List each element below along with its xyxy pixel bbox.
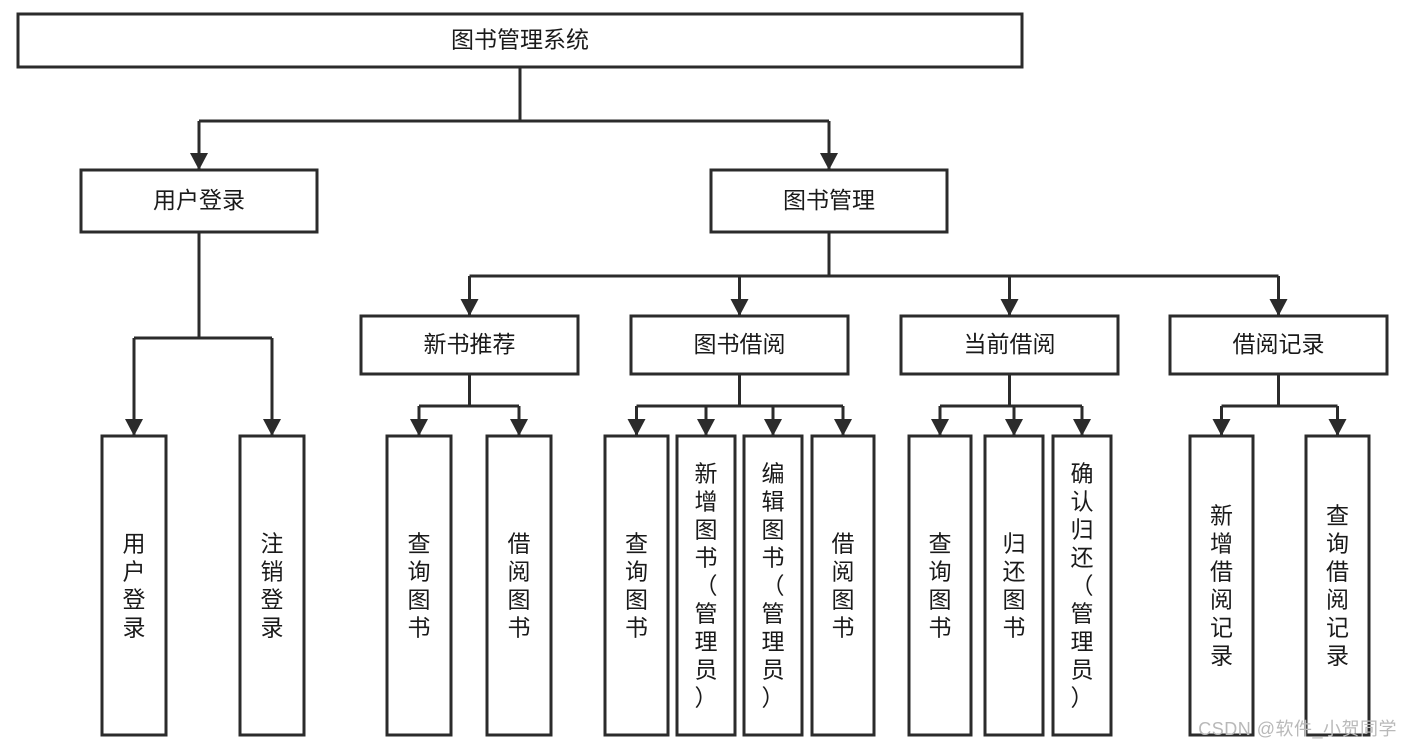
node-box[interactable] xyxy=(709,168,949,234)
node-box[interactable] xyxy=(1188,434,1255,737)
node-label: 归还图书 xyxy=(1003,530,1026,640)
arrow-head-icon xyxy=(125,419,143,436)
node-box[interactable] xyxy=(79,168,319,234)
node-label: 图书借阅 xyxy=(694,331,786,357)
edge-group-book-borrow xyxy=(627,374,852,436)
node-box[interactable] xyxy=(629,314,850,376)
arrow-head-icon xyxy=(627,419,646,436)
edge-group-user-login xyxy=(125,232,281,436)
edge-group-book-manage xyxy=(460,232,1288,316)
node-box[interactable] xyxy=(675,434,737,737)
node-leaf-add-book-admin[interactable]: 新增图书（管理员） xyxy=(675,434,737,737)
node-label: 用户登录 xyxy=(123,530,146,640)
node-leaf-borrow-book[interactable]: 借阅图书 xyxy=(810,434,876,737)
node-label: 新增图书（管理员） xyxy=(695,460,718,710)
node-new-book-recommend[interactable]: 新书推荐 xyxy=(359,314,580,376)
node-leaf-user-login[interactable]: 用户登录 xyxy=(100,434,168,737)
node-label: 编辑图书（管理员） xyxy=(762,460,785,710)
node-box[interactable] xyxy=(359,314,580,376)
node-leaf-confirm-return-admin[interactable]: 确认归还（管理员） xyxy=(1051,434,1113,737)
arrow-head-icon xyxy=(820,153,838,170)
node-box[interactable] xyxy=(238,434,306,737)
node-leaf-return-book[interactable]: 归还图书 xyxy=(983,434,1045,737)
node-label: 确认归还（管理员） xyxy=(1071,460,1094,710)
node-current-borrow[interactable]: 当前借阅 xyxy=(899,314,1120,376)
node-book-manage[interactable]: 图书管理 xyxy=(709,168,949,234)
node-box[interactable] xyxy=(1304,434,1371,737)
arrow-head-icon xyxy=(1005,419,1023,436)
arrow-head-icon xyxy=(764,419,782,436)
arrow-head-icon xyxy=(931,419,949,436)
arrow-head-icon xyxy=(1000,299,1019,316)
node-box[interactable] xyxy=(1168,314,1389,376)
node-book-borrow[interactable]: 图书借阅 xyxy=(629,314,850,376)
node-leaf-edit-book-admin[interactable]: 编辑图书（管理员） xyxy=(742,434,804,737)
node-leaf-query-book-cur[interactable]: 查询图书 xyxy=(907,434,973,737)
node-user-login[interactable]: 用户登录 xyxy=(79,168,319,234)
node-box[interactable] xyxy=(907,434,973,737)
arrow-head-icon xyxy=(263,419,281,436)
node-root[interactable]: 图书管理系统 xyxy=(16,12,1024,69)
arrow-head-icon xyxy=(460,299,479,316)
edges-layer xyxy=(125,67,1347,436)
node-label: 查询图书 xyxy=(408,530,431,640)
node-label: 借阅图书 xyxy=(508,530,531,640)
node-label: 借阅图书 xyxy=(832,530,855,640)
arrow-head-icon xyxy=(190,153,208,170)
node-leaf-borrow-book-rec[interactable]: 借阅图书 xyxy=(485,434,553,737)
node-label: 查询图书 xyxy=(625,530,648,640)
node-label: 新增借阅记录 xyxy=(1210,502,1233,668)
edge-group-borrow-record xyxy=(1212,374,1347,436)
arrow-head-icon xyxy=(697,419,715,436)
node-label: 新书推荐 xyxy=(424,331,516,357)
node-label: 借阅记录 xyxy=(1233,331,1325,357)
node-box[interactable] xyxy=(100,434,168,737)
edge-group-current-borrow xyxy=(931,374,1091,436)
node-borrow-record[interactable]: 借阅记录 xyxy=(1168,314,1389,376)
edge-group-root xyxy=(190,67,838,170)
watermark-text: CSDN @软件_小贺同学 xyxy=(1198,719,1397,739)
node-label: 当前借阅 xyxy=(964,331,1056,357)
node-box[interactable] xyxy=(899,314,1120,376)
node-label: 注销登录 xyxy=(261,530,284,640)
arrow-head-icon xyxy=(1073,419,1091,436)
node-leaf-query-book-rec[interactable]: 查询图书 xyxy=(385,434,453,737)
arrow-head-icon xyxy=(1212,419,1231,436)
node-box[interactable] xyxy=(16,12,1024,69)
node-label: 图书管理系统 xyxy=(451,27,589,53)
nodes-layer: 图书管理系统用户登录图书管理新书推荐图书借阅当前借阅借阅记录用户登录注销登录查询… xyxy=(16,12,1389,737)
edge-group-new-book-recommend xyxy=(410,374,528,436)
node-leaf-add-borrow-record[interactable]: 新增借阅记录 xyxy=(1188,434,1255,737)
node-box[interactable] xyxy=(1051,434,1113,737)
node-label: 查询图书 xyxy=(929,530,952,640)
arrow-head-icon xyxy=(834,419,852,436)
arrow-head-icon xyxy=(1269,299,1288,316)
node-label: 查询借阅记录 xyxy=(1326,502,1349,668)
arrow-head-icon xyxy=(1328,419,1347,436)
node-label: 用户登录 xyxy=(153,187,245,213)
node-label: 图书管理 xyxy=(783,187,875,213)
node-box[interactable] xyxy=(485,434,553,737)
arrow-head-icon xyxy=(510,419,528,436)
node-leaf-query-book-borrow[interactable]: 查询图书 xyxy=(603,434,670,737)
node-box[interactable] xyxy=(603,434,670,737)
node-box[interactable] xyxy=(385,434,453,737)
node-box[interactable] xyxy=(810,434,876,737)
node-leaf-query-borrow-record[interactable]: 查询借阅记录 xyxy=(1304,434,1371,737)
node-box[interactable] xyxy=(742,434,804,737)
node-box[interactable] xyxy=(983,434,1045,737)
node-leaf-user-logout[interactable]: 注销登录 xyxy=(238,434,306,737)
arrow-head-icon xyxy=(730,299,749,316)
arrow-head-icon xyxy=(410,419,428,436)
